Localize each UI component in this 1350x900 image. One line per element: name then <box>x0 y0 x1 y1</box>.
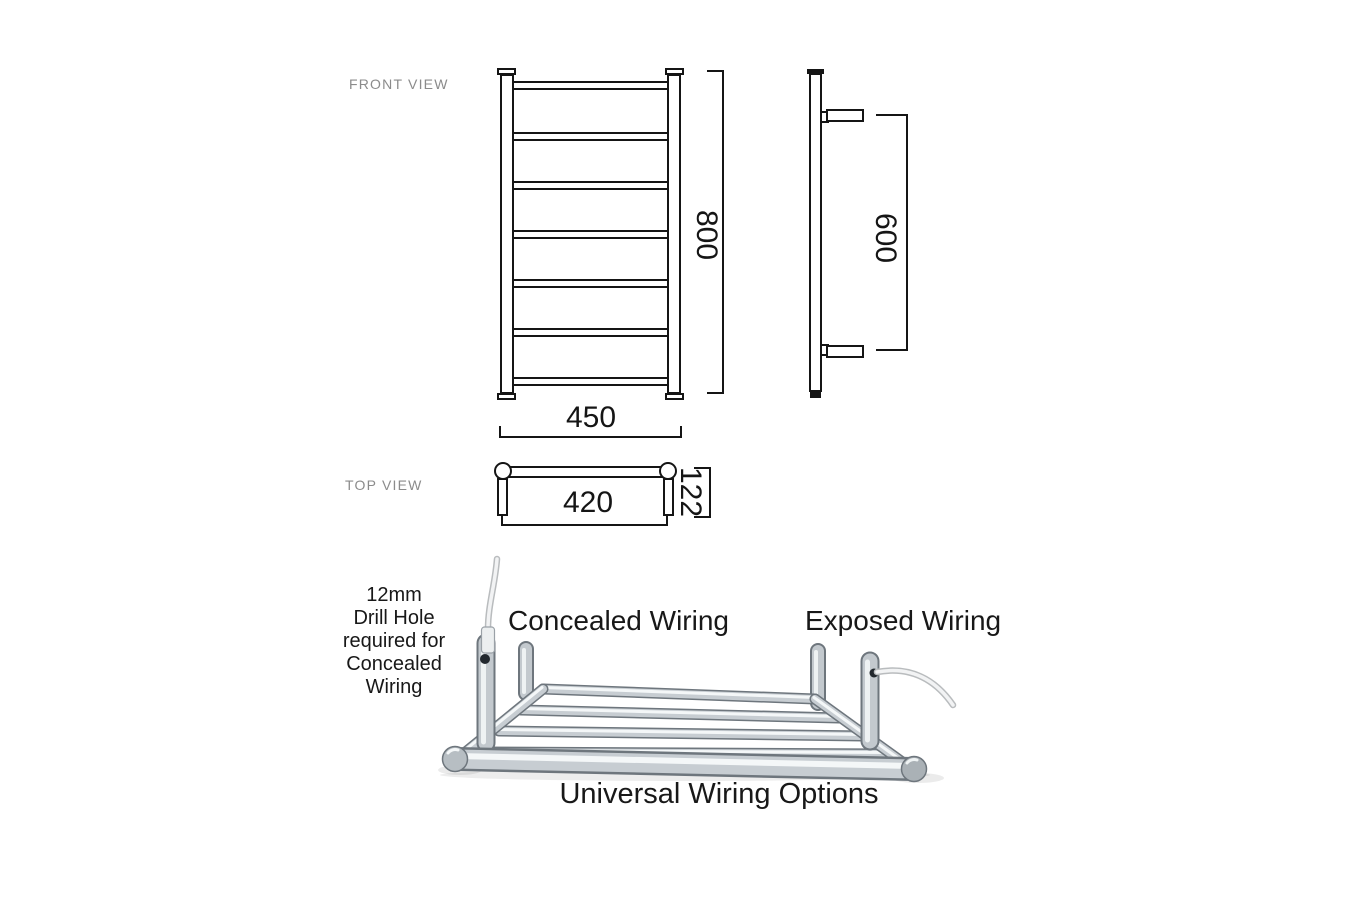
top-bracket-right <box>663 478 674 516</box>
front-rung-5 <box>505 279 677 288</box>
drill-note-line-5: Wiring <box>365 676 423 698</box>
concealed-cable-connector <box>480 626 496 654</box>
towel-rail-photo <box>438 555 957 783</box>
front-cap-top-left <box>497 68 516 75</box>
front-rung-3 <box>505 181 677 190</box>
side-dim-line <box>906 114 908 351</box>
front-rung-4 <box>505 230 677 239</box>
side-bracket-top <box>826 109 864 122</box>
top-tube <box>502 466 669 478</box>
drill-note-line-2: Drill Hole <box>353 607 435 629</box>
front-post-right <box>667 74 681 394</box>
top-view-label: TOP VIEW <box>345 477 423 493</box>
drill-note-line-4: Concealed <box>346 653 442 675</box>
front-width-dim-text: 450 <box>565 401 617 434</box>
top-post-end-left <box>494 462 512 480</box>
universal-wiring-caption: Universal Wiring Options <box>559 778 879 810</box>
side-cap-top <box>807 69 824 74</box>
concealed-cable <box>480 555 501 654</box>
side-post <box>809 73 822 392</box>
drill-note: 12mm Drill Hole required for Concealed W… <box>328 584 460 699</box>
front-height-dim-text: 800 <box>690 209 723 261</box>
top-depth-dim-text: 122 <box>674 466 707 518</box>
front-view-label: FRONT VIEW <box>349 76 449 92</box>
top-width-dim-line <box>501 524 668 526</box>
side-dim-tick-top <box>876 114 906 116</box>
exposed-wiring-label: Exposed Wiring <box>805 605 1002 636</box>
front-cap-bottom-left <box>497 393 516 400</box>
front-post-tube <box>441 745 928 783</box>
side-cap-bottom <box>810 392 821 398</box>
front-width-dim-tick-right <box>680 426 682 438</box>
front-rung-6 <box>505 328 677 337</box>
concealed-drill-hole <box>480 654 490 664</box>
front-cap-bottom-right <box>665 393 684 400</box>
drill-note-line-1: 12mm <box>366 584 422 606</box>
top-post-end-right <box>659 462 677 480</box>
side-dim-text: 600 <box>869 212 902 264</box>
front-rung-7 <box>505 377 677 386</box>
front-brackets <box>476 633 880 753</box>
front-rung-1 <box>505 81 677 90</box>
top-width-dim-tick-left <box>501 515 503 525</box>
front-height-dim-tick-top <box>707 70 724 72</box>
top-depth-dim-tick-top <box>694 467 711 469</box>
top-width-dim-tick-right <box>666 515 668 525</box>
top-depth-dim-line <box>709 467 711 518</box>
front-post-left <box>500 74 514 394</box>
front-cap-top-right <box>665 68 684 75</box>
front-height-dim-tick-bottom <box>707 392 724 394</box>
front-rung-2 <box>505 132 677 141</box>
rear-brackets <box>518 641 826 711</box>
front-width-dim-tick-left <box>499 426 501 438</box>
concealed-wiring-label: Concealed Wiring <box>508 605 729 636</box>
top-bracket-left <box>497 478 508 516</box>
drill-note-line-3: required for <box>342 630 446 652</box>
front-height-dim-line <box>722 70 724 394</box>
top-depth-dim-tick-bottom <box>694 516 711 518</box>
top-width-dim-text: 420 <box>562 486 614 519</box>
exposed-cable <box>873 667 957 709</box>
side-dim-tick-bottom <box>876 349 906 351</box>
front-width-dim-line <box>499 436 682 438</box>
side-bracket-bottom <box>826 345 864 358</box>
